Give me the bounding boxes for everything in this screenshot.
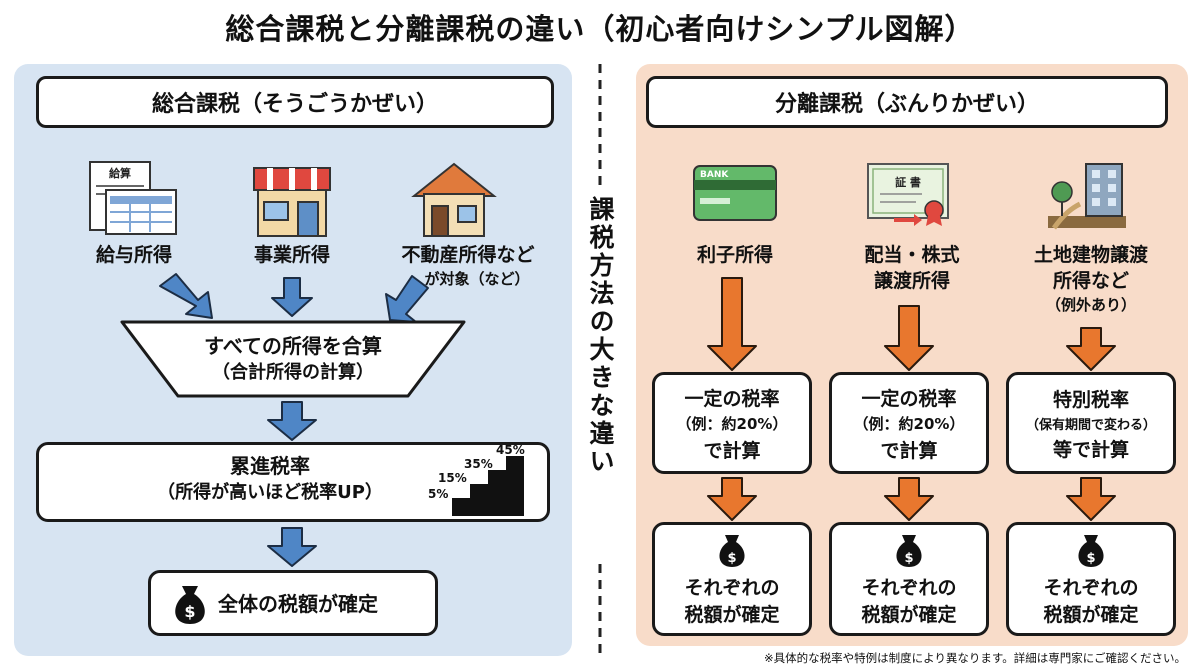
col1-result-line2: 税額が確定 bbox=[684, 604, 780, 626]
col3-result-line2: 税額が確定 bbox=[1043, 604, 1139, 626]
money-symbol-left: $ bbox=[184, 602, 195, 621]
right-header: 分離課税（ぶんりかぜい） bbox=[646, 76, 1168, 128]
arrow-col3-a bbox=[1066, 327, 1116, 371]
source-label-fudosan: 不動産所得など bbox=[401, 244, 535, 266]
money-bag-icon-col1: $ bbox=[719, 535, 745, 567]
col3-label-line2: 所得など bbox=[1052, 270, 1129, 292]
money-bag-icon-left: $ bbox=[175, 586, 205, 624]
arrow-kyuyo bbox=[159, 273, 213, 319]
step-label-15: 15% bbox=[438, 471, 467, 485]
staircase-icon: 5% 15% 35% 45% bbox=[428, 443, 525, 516]
col2-rate-line2: （例：約20%） bbox=[853, 414, 965, 433]
house-icon bbox=[411, 162, 497, 237]
left-result-label: 全体の税額が確定 bbox=[218, 592, 378, 616]
col3-result-box: $ それぞれの 税額が確定 bbox=[1006, 522, 1176, 636]
col2-rate-line1: 一定の税率 bbox=[861, 387, 957, 410]
arrow-col2-a bbox=[884, 305, 934, 371]
payslip-icon: 給算 bbox=[89, 161, 177, 235]
col3-rate-line1: 特別税率 bbox=[1052, 388, 1129, 411]
col3-label-line1: 土地建物譲渡 bbox=[1033, 244, 1148, 266]
arrow-col1-b bbox=[707, 477, 757, 521]
col3-result-line1: それぞれの bbox=[1043, 577, 1139, 599]
arrow-col1-a bbox=[707, 277, 757, 371]
col1-result-line1: それぞれの bbox=[684, 577, 780, 599]
source-label-kyuyo: 給与所得 bbox=[95, 244, 172, 266]
certificate-text: 証 書 bbox=[895, 175, 921, 189]
step-label-35: 35% bbox=[464, 457, 493, 471]
arrow-progressive-down bbox=[267, 527, 317, 567]
col2-rate-box: 一定の税率 （例：約20%） で計算 bbox=[829, 372, 989, 474]
col1-result-box: $ それぞれの 税額が確定 bbox=[652, 522, 812, 636]
center-label: 課税方法の大きな違い bbox=[586, 196, 615, 476]
certificate-icon: 証 書 bbox=[867, 163, 949, 226]
bank-card-text: BANK bbox=[700, 170, 729, 180]
col2-result-box: $ それぞれの 税額が確定 bbox=[829, 522, 989, 636]
money-symbol-col3: $ bbox=[1086, 551, 1095, 566]
center-divider bbox=[598, 64, 602, 654]
source-sublabel-fudosan: が対象（など） bbox=[424, 270, 530, 288]
arrow-jigyo bbox=[271, 277, 313, 317]
shop-icon bbox=[253, 167, 331, 237]
money-bag-icon-col3: $ bbox=[1078, 535, 1104, 567]
col2-label-line2: 譲渡所得 bbox=[873, 270, 950, 292]
funnel-shape bbox=[120, 320, 466, 398]
col1-label-line1: 利子所得 bbox=[696, 244, 773, 266]
step-label-45: 45% bbox=[496, 443, 525, 457]
left-arrows bbox=[159, 273, 429, 567]
arrow-col3-b bbox=[1066, 477, 1116, 521]
money-symbol-col2: $ bbox=[904, 551, 913, 566]
page-title: 総合課税と分離課税の違い（初心者向けシンプル図解） bbox=[225, 12, 975, 46]
progressive-line2: （所得が高いほど税率UP） bbox=[157, 482, 383, 503]
col3-rate-line3: 等で計算 bbox=[1052, 438, 1129, 461]
step-label-5: 5% bbox=[428, 487, 448, 501]
col2-result-line2: 税額が確定 bbox=[861, 604, 957, 626]
payslip-icon-text: 給算 bbox=[109, 166, 131, 180]
left-header: 総合課税（そうごうかぜい） bbox=[36, 76, 554, 128]
footnote: ※具体的な税率や特例は制度により異なります。詳細は専門家にご確認ください。 bbox=[763, 651, 1186, 665]
arrow-funnel-down bbox=[267, 401, 317, 441]
col1-rate-line2: （例：約20%） bbox=[676, 414, 788, 433]
building-icon bbox=[1048, 163, 1126, 230]
col3-rate-line2: （保有期間で変わる） bbox=[1025, 417, 1156, 433]
progressive-line1: 累進税率 bbox=[230, 454, 310, 478]
col2-rate-line3: で計算 bbox=[880, 439, 938, 462]
col1-rate-box: 一定の税率 （例：約20%） で計算 bbox=[652, 372, 812, 474]
funnel-line1: すべての所得を合算 bbox=[204, 334, 382, 358]
col1-rate-line1: 一定の税率 bbox=[684, 387, 780, 410]
money-symbol-col1: $ bbox=[727, 551, 736, 566]
bank-card-icon: BANK bbox=[693, 165, 777, 221]
arrow-col2-b bbox=[884, 477, 934, 521]
col3-rate-box: 特別税率 （保有期間で変わる） 等で計算 bbox=[1006, 372, 1176, 474]
col1-rate-line3: で計算 bbox=[703, 439, 761, 462]
money-bag-icon-col2: $ bbox=[896, 535, 922, 567]
funnel-line2: （合計所得の計算） bbox=[212, 362, 374, 383]
source-label-jigyo: 事業所得 bbox=[253, 244, 330, 266]
col2-label-line1: 配当・株式 bbox=[864, 244, 960, 266]
col3-label-line3: （例外あり） bbox=[1045, 296, 1136, 314]
col2-result-line1: それぞれの bbox=[861, 577, 957, 599]
